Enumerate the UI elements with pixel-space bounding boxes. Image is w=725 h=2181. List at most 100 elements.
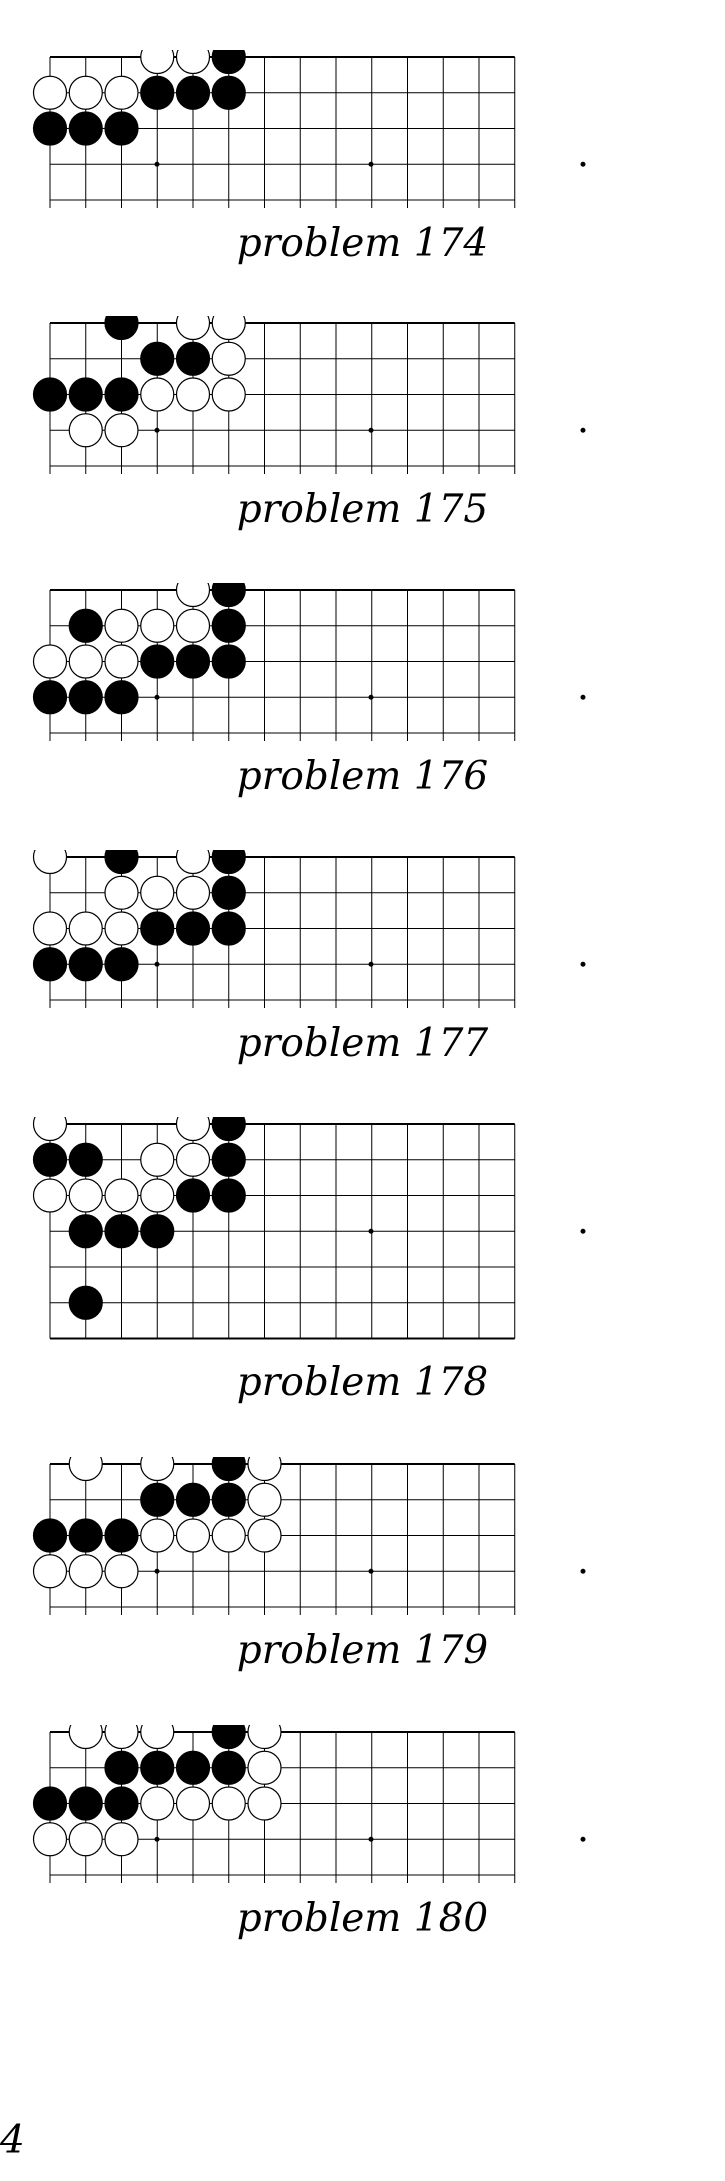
white-stone [104, 1554, 139, 1589]
page-number: 4 [0, 2118, 25, 2163]
white-stone [32, 1554, 68, 1589]
white-stone [211, 316, 246, 341]
star-point [154, 161, 160, 167]
black-stone [104, 316, 139, 341]
black-stone [140, 75, 175, 110]
white-stone [175, 1518, 211, 1553]
white-stone [104, 75, 139, 110]
black-stone [32, 1142, 68, 1177]
white-stone [140, 1518, 175, 1553]
black-stone [104, 1750, 139, 1785]
star-point [580, 161, 586, 167]
white-stone [68, 911, 103, 946]
star-point [580, 1836, 586, 1842]
star-point [368, 427, 374, 433]
white-stone [68, 1457, 103, 1482]
white-stone [32, 911, 68, 946]
black-stone [104, 111, 139, 146]
go-board-diagram [32, 1457, 586, 1615]
go-board-diagram [32, 1725, 586, 1883]
white-stone [68, 1178, 103, 1213]
white-stone [175, 1142, 211, 1177]
white-stone [104, 413, 139, 448]
white-stone [104, 644, 139, 679]
black-stone [175, 75, 211, 110]
black-stone [104, 1518, 139, 1553]
white-stone [104, 1822, 139, 1857]
black-stone [211, 850, 246, 875]
black-stone [104, 947, 139, 982]
white-stone [104, 911, 139, 946]
white-stone [32, 1822, 68, 1857]
white-stone [32, 850, 68, 875]
black-stone [211, 1750, 246, 1785]
star-point [154, 694, 160, 700]
problem-caption: problem 180 [236, 1896, 489, 1941]
problem-caption: problem 179 [236, 1628, 489, 1673]
black-stone [211, 75, 246, 110]
white-stone [140, 50, 175, 75]
black-stone [175, 911, 211, 946]
black-stone [175, 1178, 211, 1213]
star-point [368, 1568, 374, 1574]
white-stone [32, 1117, 68, 1142]
black-stone [175, 644, 211, 679]
white-stone [211, 1786, 246, 1821]
black-stone [68, 111, 103, 146]
star-point [368, 1228, 374, 1234]
black-stone [104, 1214, 139, 1249]
star-point [154, 427, 160, 433]
white-stone [247, 1750, 282, 1785]
black-stone [68, 1786, 103, 1821]
black-stone [211, 1457, 246, 1482]
black-stone [175, 1482, 211, 1517]
white-stone [247, 1457, 282, 1482]
problem-caption: problem 175 [236, 487, 489, 532]
white-stone [211, 341, 246, 376]
black-stone [104, 377, 139, 412]
black-stone [211, 1482, 246, 1517]
star-point [154, 1836, 160, 1842]
black-stone [68, 1285, 103, 1320]
black-stone [32, 1518, 68, 1553]
star-point [580, 1228, 586, 1234]
black-stone [211, 644, 246, 679]
white-stone [68, 1725, 103, 1750]
black-stone [211, 1725, 246, 1750]
white-stone [211, 377, 246, 412]
white-stone [175, 875, 211, 910]
black-stone [68, 608, 103, 643]
white-stone [68, 1554, 103, 1589]
white-stone [175, 316, 211, 341]
white-stone [32, 644, 68, 679]
black-stone [68, 1518, 103, 1553]
white-stone [140, 608, 175, 643]
black-stone [140, 1750, 175, 1785]
white-stone [175, 1786, 211, 1821]
white-stone [140, 1142, 175, 1177]
black-stone [32, 111, 68, 146]
black-stone [175, 1750, 211, 1785]
white-stone [68, 413, 103, 448]
black-stone [68, 680, 103, 715]
white-stone [175, 377, 211, 412]
black-stone [32, 680, 68, 715]
black-stone [140, 341, 175, 376]
white-stone [211, 1518, 246, 1553]
white-stone [140, 1178, 175, 1213]
black-stone [68, 947, 103, 982]
black-stone [211, 50, 246, 75]
black-stone [32, 1786, 68, 1821]
white-stone [175, 583, 211, 608]
black-stone [211, 608, 246, 643]
white-stone [140, 1457, 175, 1482]
black-stone [68, 377, 103, 412]
go-board-diagram [32, 316, 586, 474]
black-stone [32, 947, 68, 982]
white-stone [104, 608, 139, 643]
white-stone [247, 1518, 282, 1553]
black-stone [211, 1142, 246, 1177]
go-board-diagram [32, 583, 586, 741]
black-stone [211, 583, 246, 608]
white-stone [175, 50, 211, 75]
